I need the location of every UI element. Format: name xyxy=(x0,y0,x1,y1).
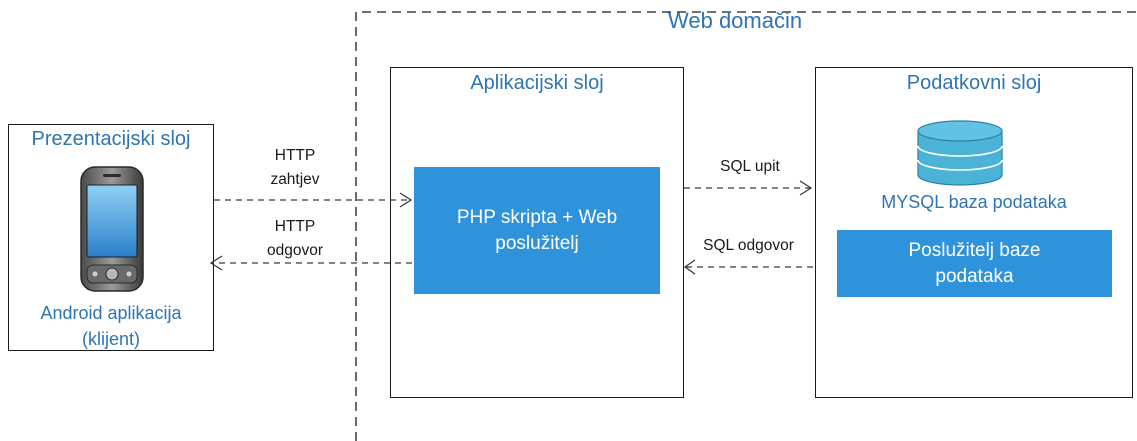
http-response-label-line2: odgovor xyxy=(266,242,323,260)
php-block-line2: poslužitelj xyxy=(495,232,579,254)
http-request-label-line1: HTTP xyxy=(274,147,316,164)
http-response-label: HTTP odgovor xyxy=(250,215,340,263)
data-layer-title: Podatkovni sloj xyxy=(906,72,1042,94)
db-server-line2: podataka xyxy=(935,265,1014,287)
sql-query-label: SQL upit xyxy=(720,158,780,175)
web-host-title: Web domačin xyxy=(668,8,803,33)
http-request-label: HTTP zahtjev xyxy=(250,144,340,192)
presentation-layer-title: Prezentacijski sloj xyxy=(31,128,191,150)
php-block-line1: PHP skripta + Web xyxy=(456,206,618,228)
database-icon xyxy=(917,120,1003,186)
android-client-label: (klijent) xyxy=(81,329,140,350)
http-response-label-line1: HTTP xyxy=(274,218,316,235)
smartphone-icon xyxy=(80,166,144,292)
android-app-caption: Android aplikacija (klijent) xyxy=(8,300,214,352)
sql-response-label: SQL odgovor xyxy=(703,237,794,254)
db-server-block: Poslužitelj baze podataka xyxy=(837,230,1112,297)
db-server-line1: Poslužitelj baze xyxy=(908,239,1041,261)
php-web-server-block: PHP skripta + Web poslužitelj xyxy=(414,167,660,294)
mysql-db-label: MYSQL baza podataka xyxy=(881,192,1067,212)
application-layer-title: Aplikacijski sloj xyxy=(470,72,604,94)
android-app-label: Android aplikacija xyxy=(40,303,182,323)
http-request-label-line2: zahtjev xyxy=(270,171,320,189)
